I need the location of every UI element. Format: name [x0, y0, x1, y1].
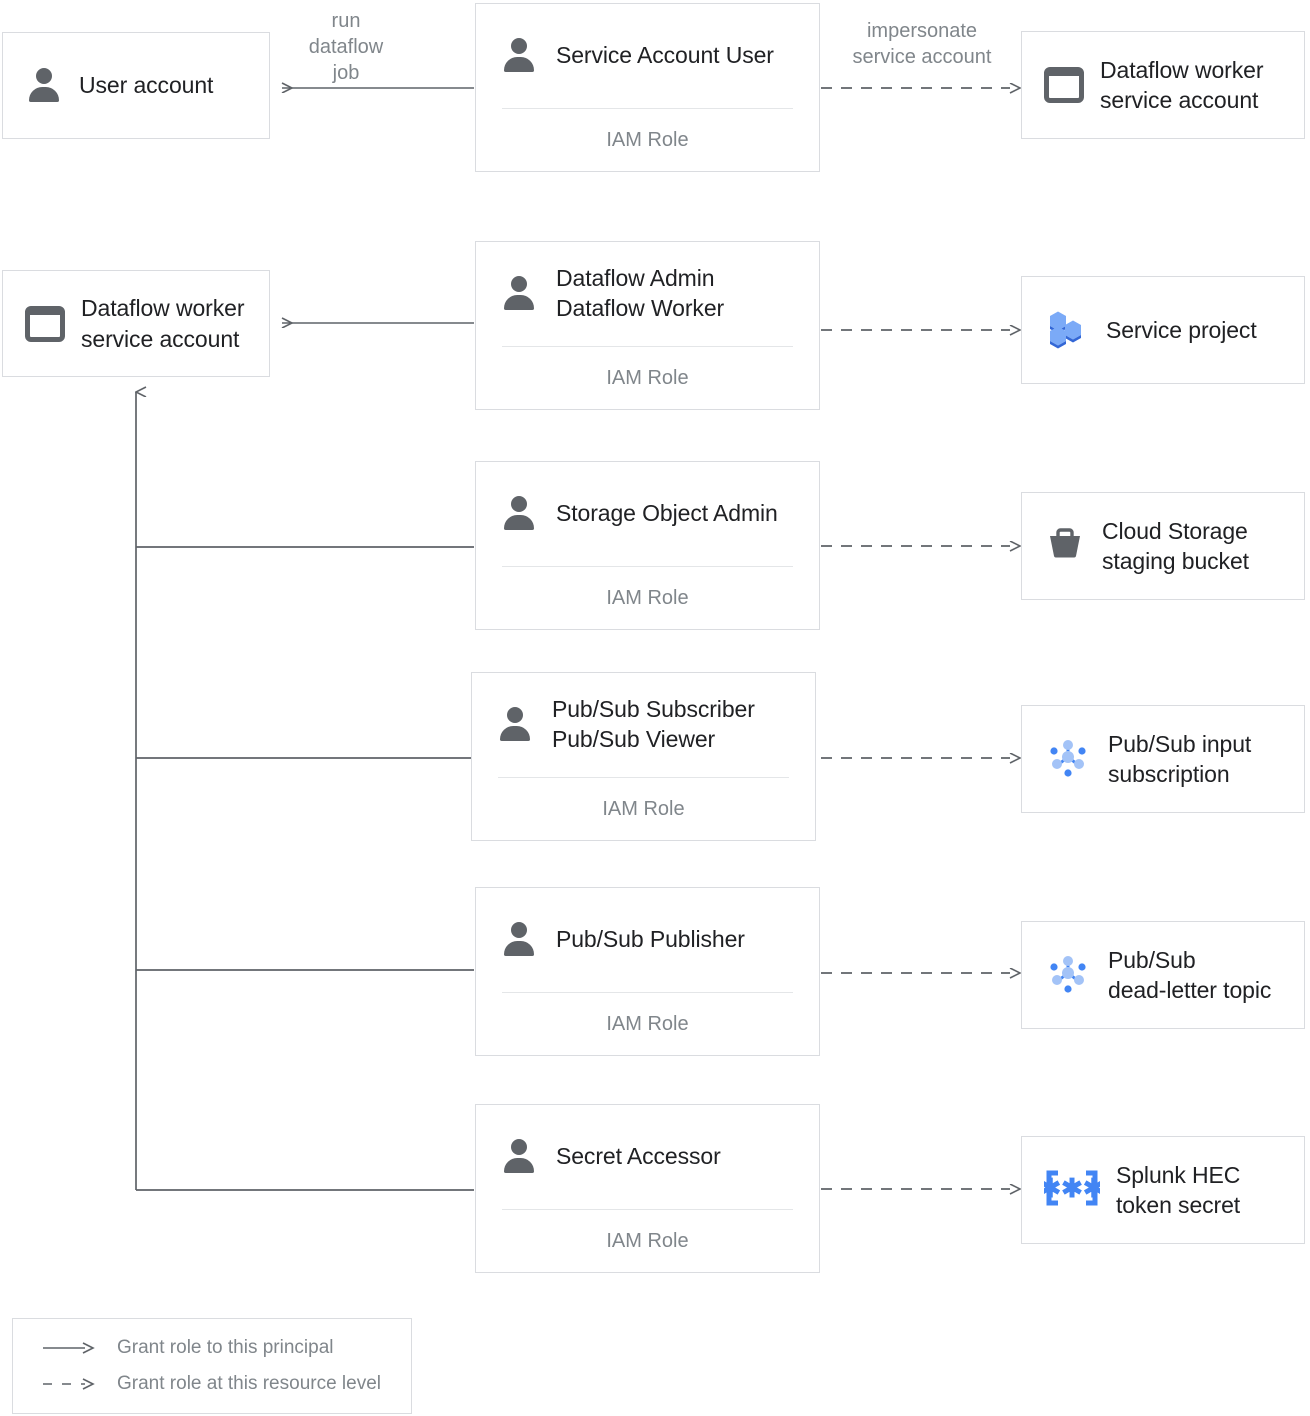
role-card-roles: Pub/Sub Publisher	[556, 926, 745, 953]
svg-text:✱✱✱: ✱✱✱	[1044, 1173, 1100, 1203]
role-card-roles: Service Account User	[556, 42, 774, 69]
role-card-roles: Pub/Sub Subscriber Pub/Sub Viewer	[552, 696, 755, 752]
role-card-footer: IAM Role	[606, 586, 689, 609]
legend-item-grant-role-principal: Grant role to this principal	[41, 1337, 411, 1359]
node-cloud-storage-staging-bucket[interactable]: Cloud Storage staging bucket	[1021, 492, 1305, 600]
role-card-divider	[502, 108, 793, 109]
service-account-icon	[1044, 67, 1084, 103]
role-card-divider	[498, 777, 789, 778]
role-card-secret-accessor[interactable]: Secret Accessor IAM Role	[475, 1104, 820, 1273]
service-account-icon	[25, 305, 65, 342]
node-dataflow-worker-service-account-right[interactable]: Dataflow worker service account	[1021, 31, 1305, 139]
person-icon	[500, 495, 538, 533]
legend-item-label: Grant role at this resource level	[117, 1373, 382, 1394]
person-icon	[500, 37, 538, 75]
person-icon	[496, 706, 534, 744]
role-card-pubsub-publisher[interactable]: Pub/Sub Publisher IAM Role	[475, 887, 820, 1056]
role-card-footer: IAM Role	[606, 366, 689, 389]
legend: Grant role to this principal Grant role …	[12, 1318, 412, 1414]
role-card-footer: IAM Role	[606, 128, 689, 151]
role-card-roles: Secret Accessor	[556, 1143, 721, 1170]
role-card-storage-object-admin[interactable]: Storage Object Admin IAM Role	[475, 461, 820, 630]
role-card-footer: IAM Role	[602, 797, 685, 820]
node-dataflow-worker-sa-left-label: Dataflow worker service account	[81, 295, 245, 352]
person-icon	[25, 67, 63, 105]
person-icon	[500, 921, 538, 959]
secret-manager-icon: ✱✱✱	[1039, 1168, 1105, 1213]
node-pubsub-dead-letter-topic-label: Pub/Sub dead-letter topic	[1108, 946, 1272, 1003]
node-pubsub-input-subscription-label: Pub/Sub input subscription	[1108, 730, 1252, 787]
role-card-divider	[502, 1209, 793, 1210]
person-icon	[500, 1138, 538, 1176]
node-dataflow-worker-sa-right-label: Dataflow worker service account	[1100, 56, 1264, 113]
node-cloud-storage-bucket-label: Cloud Storage staging bucket	[1102, 517, 1249, 574]
project-hexagons-icon	[1044, 306, 1090, 355]
node-service-project-label: Service project	[1106, 316, 1257, 343]
role-card-dataflow-admin-worker[interactable]: Dataflow Admin Dataflow Worker IAM Role	[475, 241, 820, 410]
node-splunk-hec-token-secret-label: Splunk HEC token secret	[1116, 1161, 1241, 1218]
person-icon	[500, 275, 538, 313]
legend-item-label: Grant role to this principal	[117, 1337, 334, 1358]
node-user-account[interactable]: User account	[2, 32, 270, 139]
cloud-storage-bucket-icon	[1044, 523, 1086, 570]
dashed-arrow-icon	[43, 1378, 95, 1390]
role-card-roles: Dataflow Admin Dataflow Worker	[556, 265, 725, 321]
role-card-divider	[502, 992, 793, 993]
node-pubsub-dead-letter-topic[interactable]: Pub/Sub dead-letter topic	[1021, 921, 1305, 1029]
role-card-divider	[502, 566, 793, 567]
node-service-project[interactable]: Service project	[1021, 276, 1305, 384]
node-user-account-label: User account	[79, 72, 214, 99]
node-splunk-hec-token-secret[interactable]: ✱✱✱ Splunk HEC token secret	[1021, 1136, 1305, 1244]
edge-label-run-dataflow-job: run dataflow job	[308, 10, 384, 84]
edge-label-impersonate-service-account: impersonate service account	[852, 20, 992, 68]
legend-item-grant-role-resource: Grant role at this resource level	[41, 1373, 411, 1395]
node-dataflow-worker-service-account-left[interactable]: Dataflow worker service account	[2, 270, 270, 377]
role-card-pubsub-subscriber-viewer[interactable]: Pub/Sub Subscriber Pub/Sub Viewer IAM Ro…	[471, 672, 816, 841]
node-pubsub-input-subscription[interactable]: Pub/Sub input subscription	[1021, 705, 1305, 813]
role-card-footer: IAM Role	[606, 1012, 689, 1035]
role-card-divider	[502, 346, 793, 347]
solid-arrow-icon	[43, 1342, 95, 1354]
pubsub-icon	[1044, 949, 1092, 1002]
role-card-roles: Storage Object Admin	[556, 500, 778, 527]
role-card-footer: IAM Role	[606, 1229, 689, 1252]
role-card-service-account-user[interactable]: Service Account User IAM Role	[475, 3, 820, 172]
pubsub-icon	[1044, 733, 1092, 786]
